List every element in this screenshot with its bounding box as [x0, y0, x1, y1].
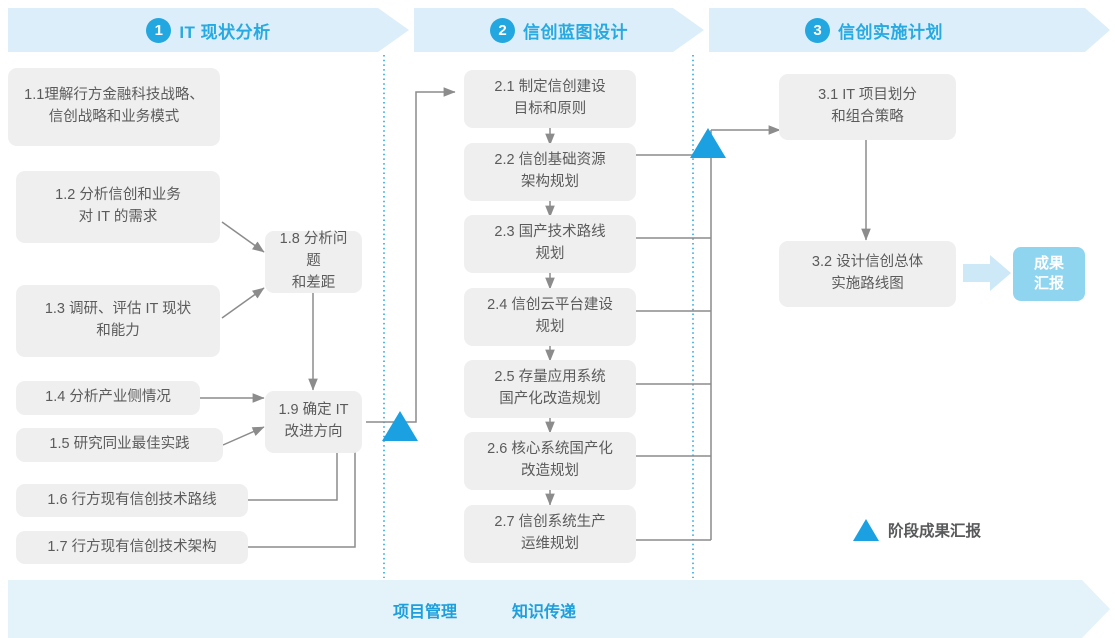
milestone-triangle-icon — [853, 519, 879, 541]
result-box[interactable]: 成果 汇报 — [1013, 247, 1085, 301]
task-label-2-5: 2.5 存量应用系统 国产化改造规划 — [494, 369, 606, 407]
task-box-3-2[interactable]: 3.2 设计信创总体 实施路线图 — [779, 241, 956, 307]
task-box-2-5[interactable]: 2.5 存量应用系统 国产化改造规划 — [464, 360, 636, 418]
phase-header-1[interactable]: 1 IT 现状分析 — [8, 8, 409, 52]
task-box-2-4[interactable]: 2.4 信创云平台建设 规划 — [464, 288, 636, 346]
task-label-1-3: 1.3 调研、评估 IT 现状 和能力 — [44, 301, 192, 339]
task-label-1-2: 1.2 分析信创和业务 对 IT 的需求 — [55, 187, 181, 225]
connector-1-9-to-2-1 — [366, 87, 456, 423]
connector-group-phase1-bus — [248, 440, 356, 548]
connector-1-5-to-1-9 — [222, 426, 265, 446]
task-label-1-5: 1.5 研究同业最佳实践 — [49, 436, 190, 453]
task-label-1-6: 1.6 行方现有信创技术路线 — [47, 491, 217, 508]
connector-1-2-to-1-8 — [221, 221, 265, 253]
task-box-1-7[interactable]: 1.7 行方现有信创技术架构 — [16, 531, 248, 564]
task-box-2-3[interactable]: 2.3 国产技术路线 规划 — [464, 215, 636, 273]
phase-title-3: 信创实施计划 — [838, 22, 943, 42]
task-box-2-6[interactable]: 2.6 核心系统国产化 改造规划 — [464, 432, 636, 490]
task-box-1-6[interactable]: 1.6 行方现有信创技术路线 — [16, 484, 248, 517]
task-label-1-9: 1.9 确定 IT 改进方向 — [278, 402, 349, 440]
result-label: 成果 汇报 — [1033, 254, 1064, 292]
connector-group-phase2-bus — [636, 130, 712, 541]
task-label-3-1: 3.1 IT 项目划分 和组合策略 — [818, 87, 917, 125]
task-label-1-8: 1.8 分析问题 和差距 — [279, 231, 348, 291]
task-label-2-1: 2.1 制定信创建设 目标和原则 — [494, 79, 606, 117]
task-label-1-1: 1.1理解行方金融科技战略、 信创战略和业务模式 — [24, 87, 204, 125]
task-box-1-8[interactable]: 1.8 分析问题 和差距 — [265, 231, 362, 293]
task-box-2-2[interactable]: 2.2 信创基础资源 架构规划 — [464, 143, 636, 201]
result-arrow-icon — [963, 255, 1011, 291]
task-label-2-3: 2.3 国产技术路线 规划 — [494, 224, 606, 262]
task-box-3-1[interactable]: 3.1 IT 项目划分 和组合策略 — [779, 74, 956, 140]
task-box-1-5[interactable]: 1.5 研究同业最佳实践 — [16, 428, 223, 462]
phase-title-2: 信创蓝图设计 — [523, 22, 628, 42]
task-label-1-7: 1.7 行方现有信创技术架构 — [47, 538, 217, 555]
task-box-1-3[interactable]: 1.3 调研、评估 IT 现状 和能力 — [16, 285, 220, 357]
task-box-2-1[interactable]: 2.1 制定信创建设 目标和原则 — [464, 70, 636, 128]
connector-1-7-line — [248, 440, 356, 548]
milestone-triangle-2 — [690, 128, 726, 158]
task-box-1-1[interactable]: 1.1理解行方金融科技战略、 信创战略和业务模式 — [8, 68, 220, 146]
legend-label: 阶段成果汇报 — [888, 523, 982, 540]
phase-title-1: IT 现状分析 — [179, 22, 271, 42]
milestone-triangle-1 — [382, 411, 418, 441]
phase-number-3: 3 — [805, 17, 830, 43]
task-label-2-4: 2.4 信创云平台建设 规划 — [487, 297, 613, 335]
footer-item-project-management[interactable]: 项目管理 — [393, 604, 458, 621]
legend: 阶段成果汇报 — [853, 519, 981, 541]
phase-number-1: 1 — [146, 17, 172, 43]
task-box-1-9[interactable]: 1.9 确定 IT 改进方向 — [265, 391, 362, 453]
task-label-3-2: 3.2 设计信创总体 实施路线图 — [811, 254, 924, 292]
task-box-2-7[interactable]: 2.7 信创系统生产 运维规划 — [464, 505, 636, 563]
footer-item-knowledge-transfer[interactable]: 知识传递 — [512, 604, 577, 621]
task-label-1-4: 1.4 分析产业侧情况 — [45, 389, 171, 406]
task-label-2-6: 2.6 核心系统国产化 改造规划 — [487, 441, 613, 479]
phase-header-3[interactable]: 3 信创实施计划 — [709, 8, 1039, 52]
task-box-1-2[interactable]: 1.2 分析信创和业务 对 IT 的需求 — [16, 171, 220, 243]
phase-header-2[interactable]: 2 信创蓝图设计 — [414, 8, 704, 52]
phase-number-2: 2 — [490, 17, 515, 43]
task-box-1-4[interactable]: 1.4 分析产业侧情况 — [16, 381, 200, 415]
task-label-2-7: 2.7 信创系统生产 运维规划 — [494, 514, 606, 552]
connector-1-3-to-1-8 — [221, 287, 265, 319]
task-label-2-2: 2.2 信创基础资源 架构规划 — [494, 152, 606, 190]
